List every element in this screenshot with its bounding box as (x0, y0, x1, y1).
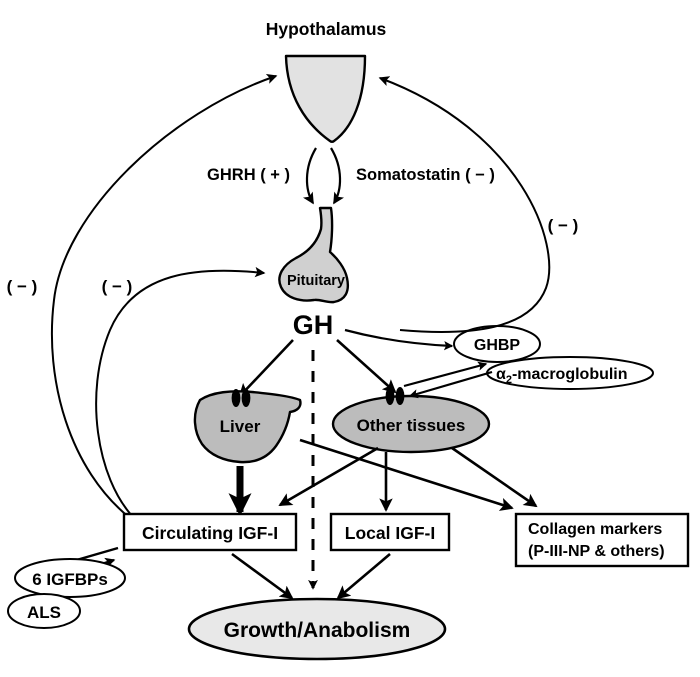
node-liver: Liver (193, 389, 302, 464)
node-igfbps: 6 IGFBPs (14, 558, 126, 598)
circulating-igf1-box (122, 512, 298, 552)
liver-receptor-icon (231, 389, 251, 407)
liver-shape (193, 390, 302, 464)
ghbp-label: GHBP (474, 337, 521, 354)
a2-to-tissue-arrow (408, 370, 493, 399)
node-pituitary: Pituitary (278, 206, 349, 304)
collagen-markers-label-line1: Collagen markers (528, 521, 662, 538)
somatostatin-label: Somatostatin ( − ) (356, 166, 495, 184)
pituitary-label: Pituitary (287, 273, 345, 289)
node-local-igf1: Local IGF-I (329, 512, 451, 552)
gh-label: GH (293, 310, 334, 340)
igfbps-shape (14, 558, 126, 598)
a2-macroglobulin-subscript: 2 (506, 374, 512, 386)
other-tissues-outgoing-arrows (278, 438, 538, 512)
als-label: ALS (27, 603, 61, 622)
gh-to-ghbp-arrow (344, 328, 454, 351)
node-hypothalamus: Hypothalamus (266, 19, 387, 143)
gh-to-hypothalamus-feedback (378, 76, 551, 333)
other-tissues-label: Other tissues (357, 416, 466, 435)
local-igf1-label: Local IGF-I (345, 523, 435, 543)
local-igf1-to-growth-arrow (336, 553, 391, 600)
gh-to-other-tissues-arrow (336, 339, 397, 394)
other-tissues-to-circulating-igf1-arrow (278, 446, 379, 507)
growth-anabolism-shape (187, 597, 447, 661)
ghrh-label: GHRH ( + ) (207, 166, 290, 184)
node-growth-anabolism: Growth/Anabolism (187, 597, 447, 661)
node-a2-macroglobulin: α2-macroglobulin (486, 356, 654, 390)
neg-label-far-left: ( − ) (7, 277, 38, 296)
igfbps-label: 6 IGFBPs (32, 570, 108, 589)
collagen-markers-box (514, 512, 690, 568)
local-igf1-box (329, 512, 451, 552)
node-collagen-markers: Collagen markers (P-III-NP & others) (514, 512, 690, 568)
node-als: ALS (7, 593, 81, 629)
growth-anabolism-label: Growth/Anabolism (224, 619, 411, 642)
circulating-igf1-label: Circulating IGF-I (142, 523, 278, 543)
igf1-to-growth-arrows (231, 552, 391, 600)
neg-label-left: ( − ) (102, 277, 133, 296)
tissue-to-a2-arrow (403, 361, 488, 388)
somatostatin-arrow (330, 147, 345, 205)
negative-feedback-curves: ( − ) ( − ) ( − ) (7, 73, 579, 519)
liver-label: Liver (220, 417, 261, 436)
neg-label-right: ( − ) (548, 216, 579, 235)
liver-to-collagen-arrow (299, 438, 514, 511)
hypothalamus-label: Hypothalamus (266, 19, 387, 39)
als-shape (7, 593, 81, 629)
tissue-a2-exchange-arrows (403, 361, 493, 399)
other-tissues-receptor-icon (385, 387, 405, 405)
node-ghbp: GHBP (453, 325, 541, 363)
gh-target-arrows (238, 328, 454, 398)
ghrh-somatostatin-arrows: GHRH ( + ) Somatostatin ( − ) (207, 147, 495, 205)
collagen-markers-label-line2: (P-III-NP & others) (528, 543, 665, 560)
other-tissues-to-collagen-arrow (451, 446, 538, 508)
gh-to-liver-arrow (238, 339, 294, 398)
circulating-igf1-to-growth-arrow (231, 552, 294, 600)
a2-macroglobulin-label-group: α2-macroglobulin (496, 366, 628, 386)
ghrh-arrow (302, 147, 317, 205)
igf1-to-hypothalamus-feedback (50, 73, 278, 519)
a2-macroglobulin-label: -macroglobulin (512, 366, 628, 383)
node-circulating-igf1: Circulating IGF-I (122, 512, 298, 552)
igf1-to-pituitary-feedback (95, 266, 266, 519)
hypothalamus-shape (284, 54, 367, 143)
pituitary-shape (278, 206, 349, 304)
a2-macroglobulin-prefix: α (496, 366, 506, 383)
